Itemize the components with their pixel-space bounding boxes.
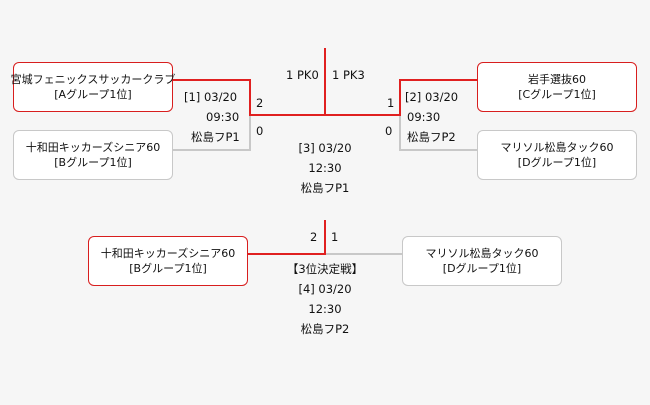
team-name: 十和田キッカーズシニア60 bbox=[25, 141, 161, 154]
team-name: 宮城フェニックスサッカークラブ bbox=[10, 73, 176, 86]
final-id: [3] 03/20 bbox=[298, 141, 352, 155]
bracket-line-winner bbox=[173, 79, 250, 81]
team-box-towada-3rd[interactable]: 十和田キッカーズシニア60 [Bグループ1位] bbox=[88, 236, 248, 286]
match2-id: [2] 03/20 bbox=[405, 90, 459, 104]
third-time: 12:30 bbox=[308, 302, 342, 316]
team-box-miyagi[interactable]: 宮城フェニックスサッカークラブ [Aグループ1位] bbox=[10, 62, 176, 112]
third-score-left: 2 bbox=[310, 230, 318, 244]
team-group: [Dグループ1位] bbox=[517, 156, 597, 169]
team-box-marisol[interactable]: マリソル松島タック60 [Dグループ1位] bbox=[477, 130, 637, 180]
match1-score-bottom: 0 bbox=[256, 124, 264, 138]
team-box-marisol-3rd[interactable]: マリソル松島タック60 [Dグループ1位] bbox=[402, 236, 562, 286]
third-score-right: 1 bbox=[331, 230, 339, 244]
bracket-line bbox=[249, 116, 251, 151]
match2-venue: 松島フP2 bbox=[407, 130, 456, 144]
final-venue: 松島フP1 bbox=[300, 181, 350, 195]
third-id: [4] 03/20 bbox=[298, 282, 352, 296]
bracket-line-winner bbox=[248, 253, 326, 255]
team-name: マリソル松島タック60 bbox=[500, 141, 614, 154]
bracket-line bbox=[399, 116, 401, 151]
bracket-line bbox=[173, 149, 250, 151]
match2-score-bottom: 0 bbox=[385, 124, 393, 138]
team-group: [Bグループ1位] bbox=[129, 262, 207, 275]
team-box-towada[interactable]: 十和田キッカーズシニア60 [Bグループ1位] bbox=[13, 130, 173, 180]
bracket-line-winner bbox=[249, 114, 325, 116]
final-score-right: 1 PK3 bbox=[332, 68, 365, 82]
match1-time: 09:30 bbox=[206, 110, 240, 124]
match1-score-top: 2 bbox=[256, 96, 264, 110]
bracket-line-winner bbox=[324, 220, 326, 255]
bracket-line-winner bbox=[400, 79, 477, 81]
match1-id: [1] 03/20 bbox=[184, 90, 238, 104]
team-group: [Cグループ1位] bbox=[518, 88, 596, 101]
final-time: 12:30 bbox=[308, 161, 342, 175]
team-box-iwate[interactable]: 岩手選抜60 [Cグループ1位] bbox=[477, 62, 637, 112]
team-name: マリソル松島タック60 bbox=[425, 247, 539, 260]
team-name: 十和田キッカーズシニア60 bbox=[100, 247, 236, 260]
match2-score-top: 1 bbox=[387, 96, 395, 110]
final-score-left: 1 PK0 bbox=[286, 68, 319, 82]
third-venue: 松島フP2 bbox=[300, 322, 350, 336]
bracket-line-winner bbox=[399, 79, 401, 115]
bracket-line-winner bbox=[249, 79, 251, 115]
bracket-line-winner bbox=[325, 114, 401, 116]
match2-time: 09:30 bbox=[407, 110, 441, 124]
bracket-line-champion bbox=[324, 48, 326, 116]
bracket-line bbox=[326, 253, 402, 255]
bracket-line bbox=[400, 149, 477, 151]
team-group: [Dグループ1位] bbox=[442, 262, 522, 275]
team-name: 岩手選抜60 bbox=[528, 73, 586, 86]
third-place-title: 【3位決定戦】 bbox=[286, 262, 364, 276]
match1-venue: 松島フP1 bbox=[191, 130, 240, 144]
team-group: [Aグループ1位] bbox=[54, 88, 132, 101]
team-group: [Bグループ1位] bbox=[54, 156, 132, 169]
